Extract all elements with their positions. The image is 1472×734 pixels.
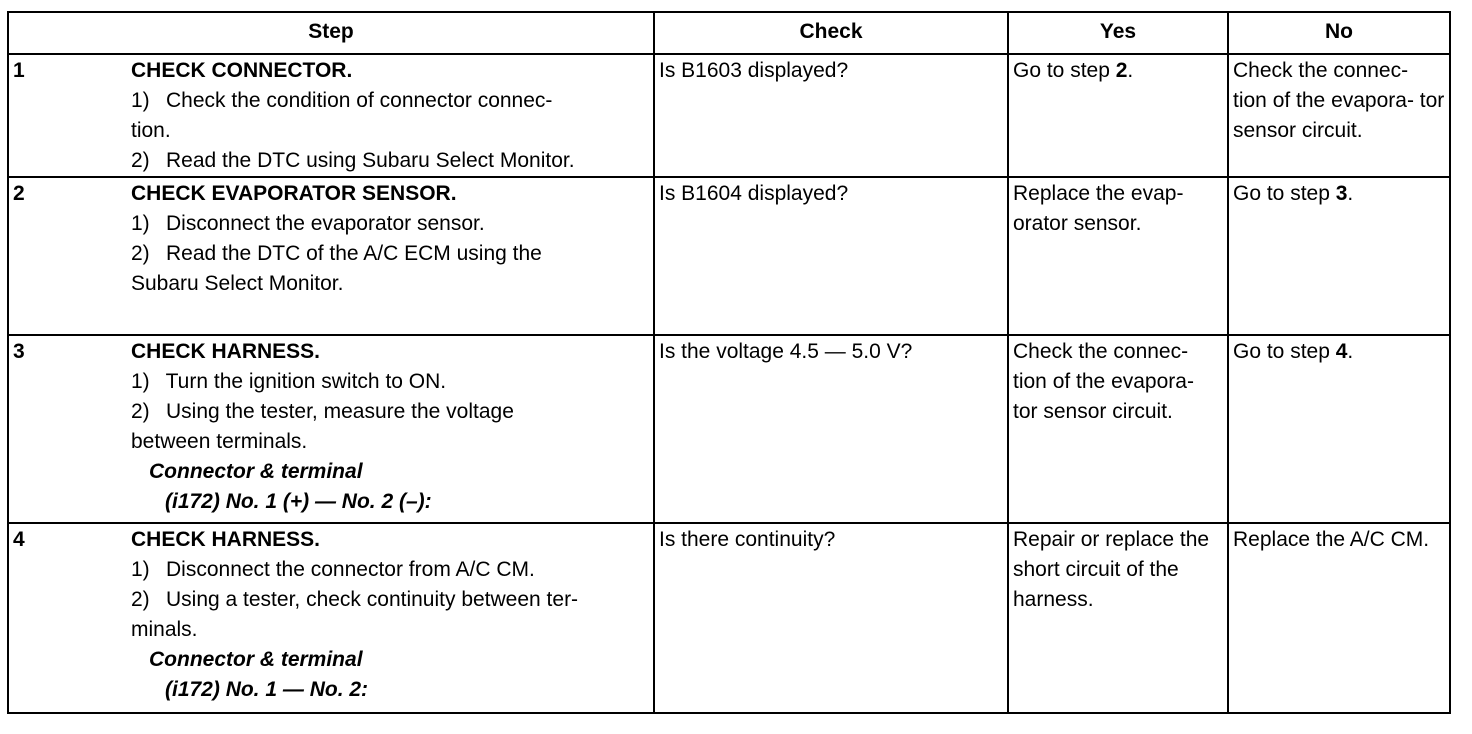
- step-cell: 4 CHECK HARNESS. 1) Disconnect the conne…: [7, 522, 655, 714]
- check-cell: Is B1604 displayed?: [653, 176, 1009, 336]
- no-text: Go to step: [1233, 340, 1336, 363]
- no-step-ref: 4: [1335, 340, 1348, 363]
- no-cell: Replace the A/C CM.: [1227, 522, 1451, 714]
- header-yes: Yes: [1007, 11, 1229, 55]
- table-header-row: Step Check Yes No: [7, 11, 1451, 55]
- step-number: 4: [13, 528, 25, 551]
- step-line: tion.: [131, 119, 171, 142]
- connector-label: Connector & terminal: [149, 460, 363, 483]
- check-cell: Is B1603 displayed?: [653, 53, 1009, 178]
- step-number: 1: [13, 59, 25, 82]
- header-no: No: [1227, 11, 1451, 55]
- step-line: 1) Disconnect the evaporator sensor.: [131, 212, 485, 235]
- step-cell: 1 CHECK CONNECTOR. 1) Check the conditio…: [7, 53, 655, 178]
- yes-cell: Go to step 2.: [1007, 53, 1229, 178]
- yes-step-ref: 2: [1115, 59, 1128, 82]
- step-cell: 3 CHECK HARNESS. 1) Turn the ignition sw…: [7, 334, 655, 524]
- connector-spec: (i172) No. 1 (+) — No. 2 (–):: [165, 490, 432, 513]
- yes-text: Replace the evap- orator sensor.: [1013, 182, 1184, 235]
- no-text: Replace the A/C CM.: [1233, 528, 1430, 551]
- step-line: between terminals.: [131, 430, 308, 453]
- yes-text: Check the connec- tion of the evapora- t…: [1013, 340, 1194, 423]
- step-number: 3: [13, 340, 25, 363]
- step-line: Subaru Select Monitor.: [131, 272, 344, 295]
- step-title: CHECK HARNESS.: [131, 340, 321, 363]
- table-row: 3 CHECK HARNESS. 1) Turn the ignition sw…: [7, 334, 1451, 524]
- step-line: minals.: [131, 618, 198, 641]
- step-title: CHECK EVAPORATOR SENSOR.: [131, 182, 457, 205]
- yes-cell: Check the connec- tion of the evapora- t…: [1007, 334, 1229, 524]
- no-step-ref: 3: [1335, 182, 1348, 205]
- no-cell: Check the connec- tion of the evapora- t…: [1227, 53, 1451, 178]
- step-line: 1) Turn the ignition switch to ON.: [131, 370, 447, 393]
- step-title: CHECK CONNECTOR.: [131, 59, 353, 82]
- step-line: 1) Check the condition of connector conn…: [131, 89, 553, 112]
- diagnostic-table: Step Check Yes No 1 CHECK CONNECTOR. 1) …: [7, 11, 1451, 714]
- table-row: 2 CHECK EVAPORATOR SENSOR. 1) Disconnect…: [7, 176, 1451, 336]
- step-cell: 2 CHECK EVAPORATOR SENSOR. 1) Disconnect…: [7, 176, 655, 336]
- yes-suffix: .: [1127, 59, 1134, 82]
- step-line: 2) Using a tester, check continuity betw…: [131, 588, 579, 611]
- no-suffix: .: [1347, 182, 1354, 205]
- no-text: Check the connec- tion of the evapora- t…: [1233, 59, 1445, 142]
- step-line: 2) Using the tester, measure the voltage: [131, 400, 514, 423]
- step-title: CHECK HARNESS.: [131, 528, 321, 551]
- header-step: Step: [7, 11, 655, 55]
- yes-cell: Replace the evap- orator sensor.: [1007, 176, 1229, 336]
- check-cell: Is there continuity?: [653, 522, 1009, 714]
- no-cell: Go to step 3.: [1227, 176, 1451, 336]
- check-cell: Is the voltage 4.5 — 5.0 V?: [653, 334, 1009, 524]
- table-row: 4 CHECK HARNESS. 1) Disconnect the conne…: [7, 522, 1451, 714]
- no-suffix: .: [1347, 340, 1354, 363]
- connector-spec: (i172) No. 1 — No. 2:: [165, 678, 369, 701]
- yes-text: Repair or replace the short circuit of t…: [1013, 528, 1210, 611]
- connector-label: Connector & terminal: [149, 648, 363, 671]
- no-text: Go to step: [1233, 182, 1336, 205]
- step-number: 2: [13, 182, 25, 205]
- table-row: 1 CHECK CONNECTOR. 1) Check the conditio…: [7, 53, 1451, 178]
- no-cell: Go to step 4.: [1227, 334, 1451, 524]
- yes-cell: Repair or replace the short circuit of t…: [1007, 522, 1229, 714]
- step-line: 1) Disconnect the connector from A/C CM.: [131, 558, 535, 581]
- step-line: 2) Read the DTC using Subaru Select Moni…: [131, 149, 575, 172]
- header-check: Check: [653, 11, 1009, 55]
- step-line: 2) Read the DTC of the A/C ECM using the: [131, 242, 542, 265]
- yes-text: Go to step: [1013, 59, 1116, 82]
